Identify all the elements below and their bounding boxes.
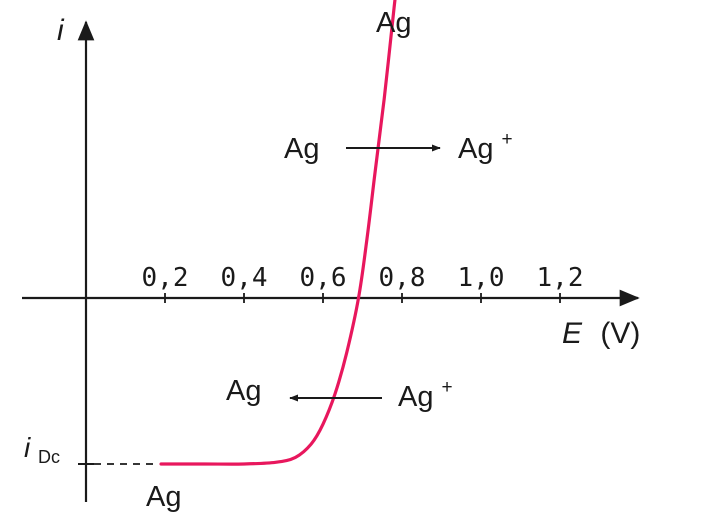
x-axis-unit: (V) bbox=[600, 317, 640, 350]
reduction-product-label: Ag bbox=[226, 375, 261, 407]
x-tick-label: 1,2 bbox=[537, 263, 584, 293]
top-species-label: Ag bbox=[376, 7, 411, 39]
x-tick-label: 0,2 bbox=[142, 263, 189, 293]
oxidation-reactant-label: Ag bbox=[284, 133, 319, 165]
oxidation-product-symbol: Ag bbox=[458, 133, 493, 165]
reduction-reactant-label: Ag + bbox=[398, 377, 453, 413]
oxidation-product-charge: + bbox=[502, 129, 513, 150]
reduction-reactant-symbol: Ag bbox=[398, 381, 433, 413]
y-axis-label: i bbox=[57, 14, 65, 47]
x-tick-label: 0,8 bbox=[379, 263, 426, 293]
x-axis-label: E (V) bbox=[562, 317, 640, 350]
x-tick-label: 0,4 bbox=[221, 263, 268, 293]
oxidation-product-label: Ag + bbox=[458, 129, 513, 165]
dc-current-subscript: Dc bbox=[38, 447, 60, 467]
dc-current-label: i Dc bbox=[24, 432, 60, 467]
x-axis-ticks: 0,2 0,4 0,6 0,8 1,0 1,2 bbox=[142, 263, 584, 303]
reduction-reactant-charge: + bbox=[442, 377, 453, 398]
dc-current-symbol: i bbox=[24, 432, 31, 463]
x-tick-label: 0,6 bbox=[300, 263, 347, 293]
x-tick-label: 1,0 bbox=[458, 263, 505, 293]
bottom-species-label: Ag bbox=[146, 481, 181, 513]
x-axis-symbol: E bbox=[562, 317, 583, 350]
series-curve bbox=[159, 0, 397, 466]
